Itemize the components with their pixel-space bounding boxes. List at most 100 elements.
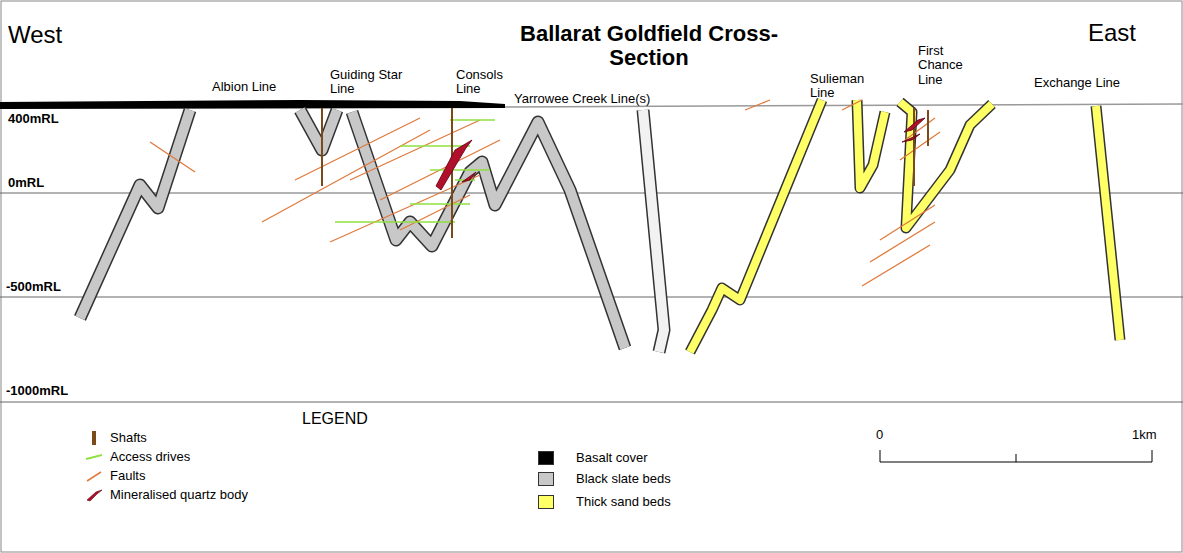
line-name: Yarrowee Creek Line(s) — [514, 92, 650, 106]
sand-bed-outline — [900, 102, 992, 228]
legend-sample — [87, 490, 102, 501]
sand-bed — [900, 102, 992, 228]
legend-sample — [86, 450, 102, 464]
fault-line — [380, 140, 500, 200]
slate-bed — [80, 110, 664, 352]
legend-sample — [86, 431, 102, 445]
shaft — [321, 108, 323, 186]
access-drive — [400, 145, 470, 147]
legend-sample — [87, 472, 101, 481]
scale-bar — [1016, 454, 1017, 462]
legend-entry: Thick sand beds — [538, 494, 671, 509]
shaft — [927, 110, 929, 146]
sand-bed — [1096, 106, 1120, 340]
slate-bed — [352, 112, 625, 348]
sand-bed-outline — [1096, 106, 1120, 340]
sand-bed — [857, 100, 885, 188]
legend-entry: Black slate beds — [538, 471, 671, 486]
fault-line — [330, 175, 480, 242]
legend-text: Mineralised quartz body — [110, 487, 248, 502]
level-lines — [0, 193, 1183, 194]
fault-line — [400, 195, 470, 230]
scale-bar — [1152, 450, 1153, 462]
slate-bed — [300, 110, 337, 150]
mineralised-quartz — [436, 118, 925, 190]
scale-bar — [880, 450, 1152, 462]
fault-line — [870, 222, 935, 262]
access-drive — [450, 119, 495, 121]
diagram-title: Ballarat Goldfield Cross-Section — [518, 22, 780, 70]
fault-line — [900, 132, 940, 160]
direction-label: West — [8, 22, 62, 48]
shaft — [322, 108, 928, 238]
legend-text: Shafts — [110, 430, 147, 445]
legend-text: Basalt cover — [576, 450, 648, 465]
legend-sample — [87, 490, 102, 501]
fault-line — [880, 205, 935, 240]
access-drive — [335, 120, 495, 222]
sand-bed — [690, 100, 1120, 352]
legend-sample — [86, 455, 102, 459]
legend-entry: Shafts — [86, 430, 147, 445]
access-drive — [430, 169, 490, 171]
legend-swatch — [538, 495, 554, 509]
slate-bed-outline — [80, 110, 190, 318]
slate-bed-outline — [300, 110, 337, 150]
scale-label: 0 — [876, 428, 883, 442]
legend-text: Thick sand beds — [576, 494, 671, 509]
slate-bed-outline — [352, 112, 625, 348]
slate-bed-outline — [80, 110, 664, 352]
ground-surface — [0, 100, 505, 109]
sand-bed-outline — [690, 100, 1120, 352]
access-drive — [410, 203, 470, 205]
line-name: First Chance Line — [918, 44, 970, 87]
line-name: Consols Line — [456, 68, 508, 97]
legend-swatch — [538, 451, 554, 465]
fault-line — [150, 142, 195, 172]
fault-line — [905, 118, 935, 140]
legend-sample — [87, 472, 101, 481]
legend-swatch — [538, 472, 554, 486]
level-lines — [0, 402, 1183, 403]
fault-line — [745, 100, 770, 110]
line-name: Sulieman Line — [810, 72, 872, 101]
line-name: Exchange Line — [1034, 76, 1120, 90]
legend-sample — [86, 488, 102, 502]
slate-bed — [643, 110, 664, 352]
legend-text: Black slate beds — [576, 471, 671, 486]
line-name: Albion Line — [212, 80, 276, 94]
elevation-label: 0mRL — [8, 176, 44, 190]
legend-text: Access drives — [110, 449, 190, 464]
legend-text: Faults — [110, 468, 145, 483]
fault-line — [862, 245, 930, 286]
legend-entry: Mineralised quartz body — [86, 487, 248, 502]
legend-entry: Access drives — [86, 449, 190, 464]
legend-sample — [92, 431, 96, 445]
sand-bed-outline — [690, 100, 822, 352]
direction-label: East — [1088, 20, 1136, 46]
legend-sample — [86, 469, 102, 483]
level-lines — [0, 193, 1183, 402]
level-lines — [0, 297, 1183, 298]
slate-bed — [80, 110, 190, 318]
slate-bed-outline — [643, 110, 664, 352]
scale-bar — [880, 450, 881, 462]
sand-bed-outline — [857, 100, 885, 188]
mineralised-quartz — [904, 118, 925, 132]
legend-heading: LEGEND — [302, 410, 368, 428]
legend-sample — [86, 455, 102, 459]
elevation-label: 400mRL — [8, 112, 59, 126]
fault-line — [150, 100, 940, 286]
mineralised-quartz — [902, 134, 920, 142]
shaft — [913, 108, 915, 186]
legend-entry: Faults — [86, 468, 145, 483]
line-name: Guiding Star Line — [330, 68, 410, 97]
elevation-label: -1000mRL — [6, 384, 68, 398]
sand-bed — [690, 100, 822, 352]
mineralised-quartz — [436, 140, 472, 190]
access-drive — [335, 221, 455, 223]
fault-line — [842, 100, 862, 110]
legend-sample — [92, 431, 96, 445]
